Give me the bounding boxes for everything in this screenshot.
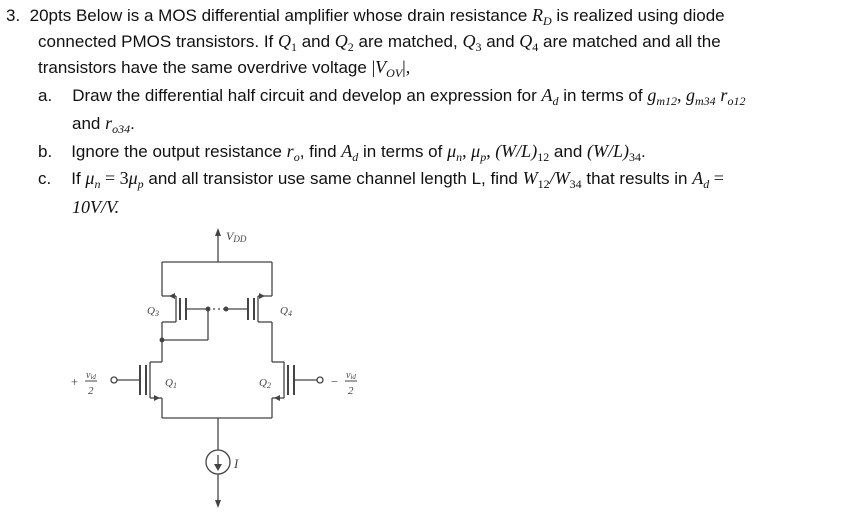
vid-right-num: vid	[346, 370, 356, 381]
part-c-line-2: 10V/V.	[72, 197, 120, 217]
current-arrow-icon	[214, 464, 222, 471]
problem-line-2: connected PMOS transistors. If Q1 and Q2…	[38, 31, 721, 54]
part-c-label: c.	[38, 169, 52, 188]
q1-transistor	[110, 361, 163, 418]
q3-label: Q3	[147, 305, 159, 318]
current-label: I	[233, 456, 239, 471]
q2-label: Q2	[259, 377, 271, 390]
problem-line-3: transistors have the same overdrive volt…	[38, 57, 411, 80]
part-a-line-2: and ro34.	[72, 113, 135, 136]
q4-label: Q4	[280, 305, 292, 318]
problem-number: 3.	[6, 6, 21, 25]
ground-arrow	[215, 500, 221, 508]
q3-transistor	[161, 293, 208, 362]
vdd-arrow	[215, 228, 221, 236]
vid-right-den: 2	[348, 385, 354, 397]
part-a-label: a.	[38, 86, 53, 105]
vid-left-den: 2	[88, 385, 94, 397]
q1-label: Q1	[165, 377, 177, 390]
q2-transistor	[271, 361, 324, 418]
vdd-label: VDD	[226, 229, 247, 244]
part-b-line-1: b.Ignore the output resistance ro, find …	[38, 141, 646, 164]
part-b-label: b.	[38, 142, 53, 161]
vid-left-sign: +	[70, 374, 79, 389]
vid-left-num: vid	[86, 370, 96, 381]
part-c-line-1: c.If μn = 3μp and all transistor use sam…	[38, 168, 724, 191]
vid-right-sign: −	[330, 374, 339, 389]
problem-line-1: 3. 20pts Below is a MOS differential amp…	[6, 5, 725, 28]
part-a-line-1: a.Draw the differential half circuit and…	[38, 85, 746, 108]
q4-transistor	[226, 293, 273, 362]
